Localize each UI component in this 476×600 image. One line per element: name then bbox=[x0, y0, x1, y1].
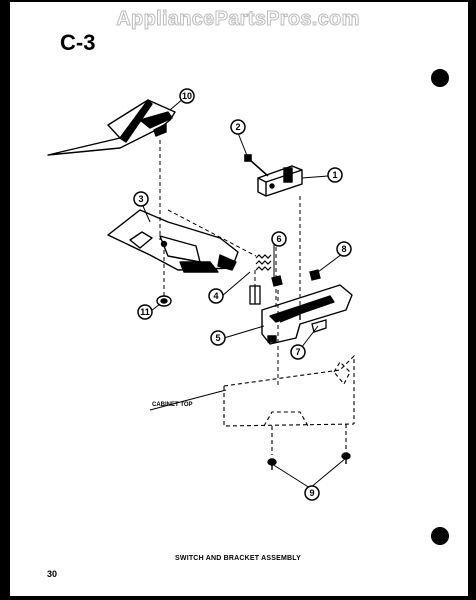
svg-text:1: 1 bbox=[332, 170, 337, 180]
callout-10: 10 bbox=[179, 88, 195, 104]
binder-hole-bottom bbox=[431, 527, 449, 545]
svg-text:5: 5 bbox=[215, 333, 220, 343]
watermark: AppliancePartsPros.com bbox=[116, 8, 360, 31]
callout-2: 2 bbox=[230, 119, 246, 135]
assembly-lines bbox=[149, 140, 301, 411]
svg-text:6: 6 bbox=[276, 234, 281, 244]
svg-text:2: 2 bbox=[235, 122, 240, 132]
callout-5: 5 bbox=[210, 330, 226, 346]
part-7-tab bbox=[311, 319, 327, 333]
svg-text:11: 11 bbox=[140, 307, 150, 317]
svg-text:3: 3 bbox=[138, 194, 143, 204]
svg-text:4: 4 bbox=[213, 291, 218, 301]
part-2-screw bbox=[244, 154, 269, 177]
callout-4: 4 bbox=[208, 288, 224, 304]
part-5-actuator-bracket bbox=[261, 284, 353, 345]
figure-caption: SWITCH AND BRACKET ASSEMBLY bbox=[175, 555, 301, 562]
part-1-switch bbox=[257, 165, 303, 197]
binder-hole-top bbox=[431, 69, 449, 87]
leader-lines bbox=[142, 97, 347, 489]
page-number: 30 bbox=[47, 569, 58, 579]
callout-1: 1 bbox=[327, 167, 343, 183]
callout-7: 7 bbox=[290, 344, 306, 360]
part-4-spring bbox=[255, 254, 272, 271]
callout-8: 8 bbox=[336, 241, 352, 257]
part-9-screws bbox=[267, 452, 351, 470]
svg-text:8: 8 bbox=[341, 244, 346, 254]
callout-9: 9 bbox=[304, 485, 320, 501]
svg-text:7: 7 bbox=[295, 347, 300, 357]
callout-6: 6 bbox=[271, 231, 287, 247]
callout-11: 11 bbox=[137, 304, 153, 320]
part-3-bracket-plate bbox=[107, 209, 239, 273]
section-code: C-3 bbox=[60, 30, 96, 55]
cabinet-top-outline bbox=[223, 354, 355, 455]
paper-sheet bbox=[10, 2, 468, 596]
cabinet-top-label: CABINET TOP bbox=[152, 402, 193, 408]
svg-text:10: 10 bbox=[182, 91, 192, 101]
part-6-clip bbox=[249, 285, 261, 305]
part-8-clip bbox=[271, 269, 321, 287]
svg-text:9: 9 bbox=[309, 488, 314, 498]
part-10-lever-bracket bbox=[47, 99, 176, 156]
callout-3: 3 bbox=[133, 191, 149, 207]
